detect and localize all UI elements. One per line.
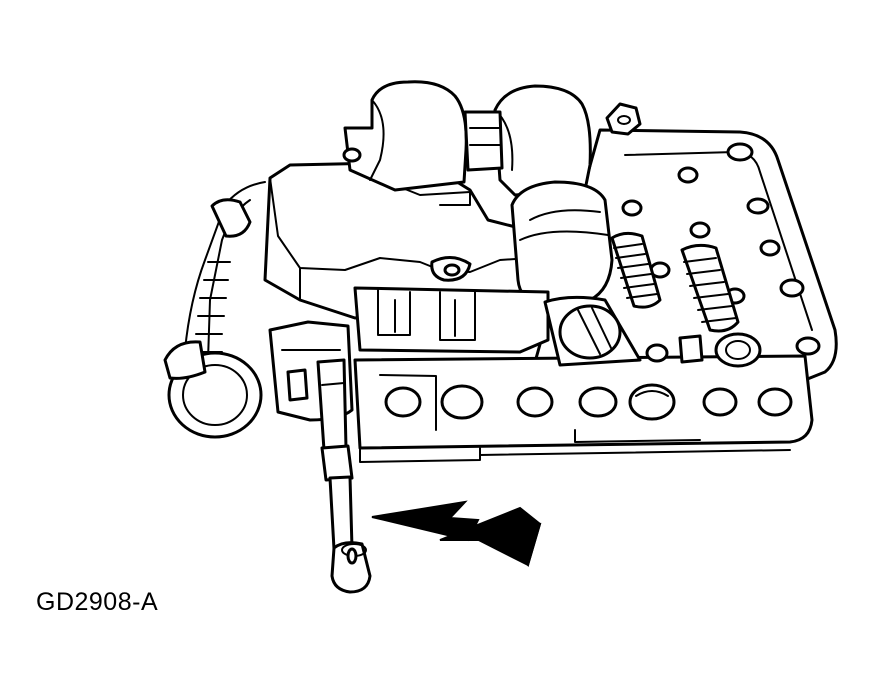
center-cylinder: [510, 180, 614, 307]
pointer-arrows: [371, 500, 542, 567]
wiring-harness: [163, 181, 266, 439]
solenoid-right: [463, 84, 592, 197]
tool-probe: [316, 358, 372, 594]
valve-body-block: [353, 354, 814, 463]
spring-left: [610, 231, 662, 309]
spring-right: [680, 243, 762, 368]
figure-code: GD2908-A: [36, 588, 159, 616]
solenoid-left: [342, 80, 468, 192]
lower-cavity: [353, 286, 704, 367]
